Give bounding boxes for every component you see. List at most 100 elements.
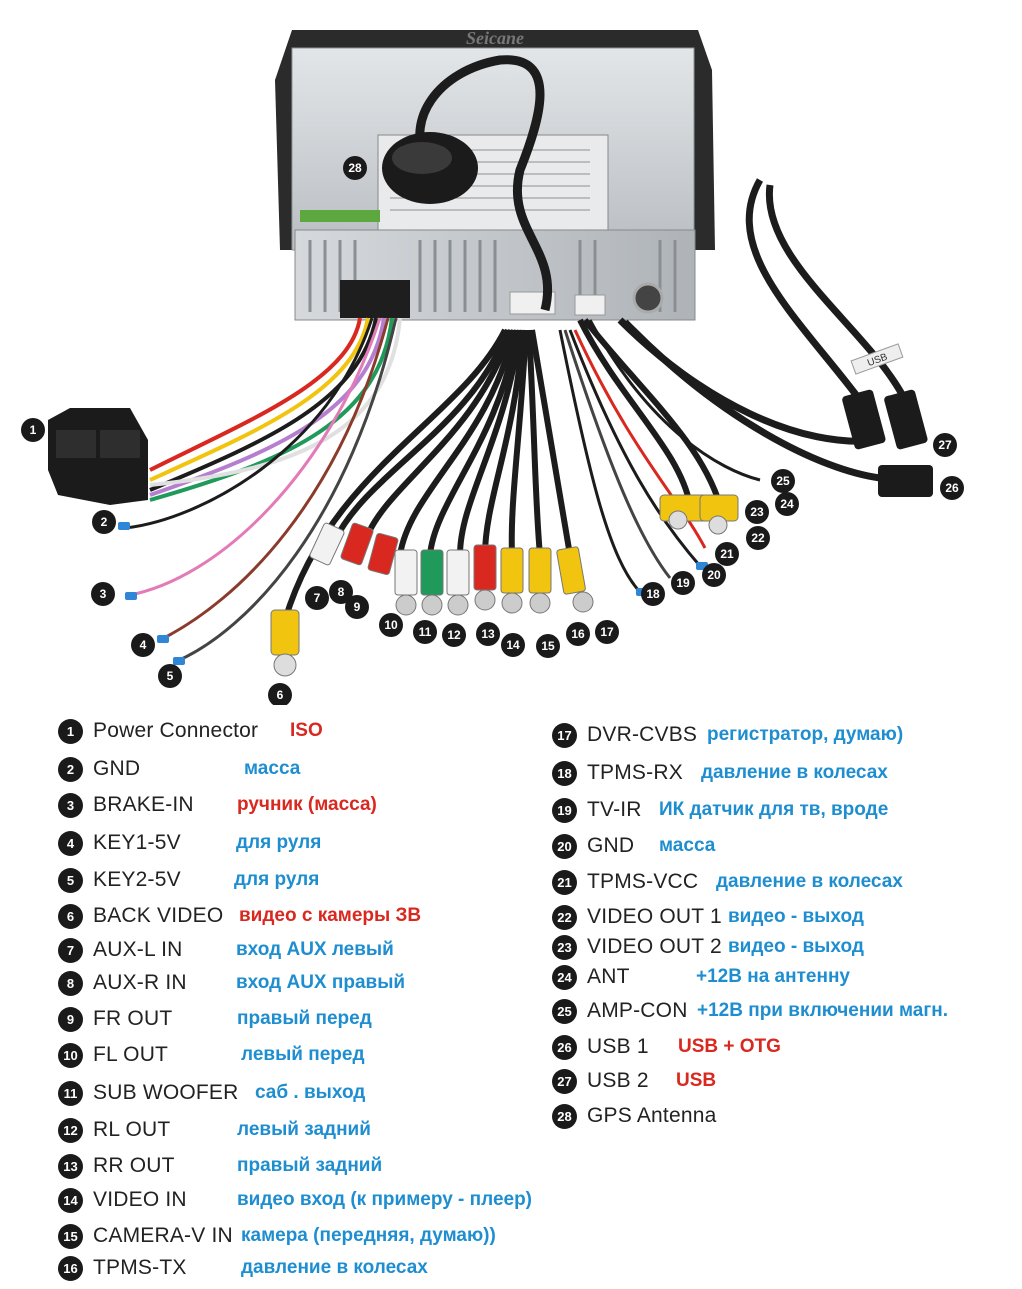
legend-label: ANT [587,965,630,988]
legend-number-badge: 12 [58,1117,83,1143]
svg-text:26: 26 [945,481,959,495]
marker-14: 14 [501,633,525,657]
plug-sub [420,549,444,616]
marker-15: 15 [536,634,560,658]
rca-cables [282,318,723,621]
marker-13: 13 [476,622,500,646]
legend-label: VIDEO IN [93,1188,187,1211]
plug-fr-out [367,532,399,576]
legend-note: ручник (масса) [237,794,377,815]
svg-text:24: 24 [780,497,794,511]
legend-row: 16 TPMS-TX давление в колесах [58,1253,428,1283]
legend-number-badge: 5 [58,867,83,893]
legend-number-badge: 20 [552,833,577,859]
svg-text:1: 1 [30,423,37,437]
marker-9: 9 [345,595,369,619]
svg-text:9: 9 [354,600,361,614]
legend-note: левый перед [241,1044,365,1065]
svg-text:19: 19 [676,576,690,590]
legend-number-badge: 19 [552,797,577,823]
svg-text:22: 22 [751,531,765,545]
legend-note: для руля [234,869,320,890]
svg-text:11: 11 [419,625,432,639]
marker-26: 26 [940,476,964,500]
legend-note: +12В при включении магн. [697,1000,949,1021]
marker-25: 25 [771,469,795,493]
marker-27: 27 [933,433,957,457]
legend-number-badge: 21 [552,869,577,895]
legend-label: BRAKE-IN [93,793,194,816]
legend-number-badge: 4 [58,830,83,856]
legend-label: SUB WOOFER [93,1081,239,1104]
usb-cables [617,178,909,482]
marker-20: 20 [702,563,726,587]
svg-text:20: 20 [707,568,721,582]
legend-number-badge: 25 [552,998,577,1024]
legend-note: видео - выход [728,906,864,927]
plug-rl-out [446,549,470,616]
plug-aux-l [309,522,345,566]
legend-label: DVR-CVBS [587,723,698,746]
svg-text:28: 28 [348,161,362,175]
legend-note: USB + OTG [678,1036,781,1057]
legend-note: вход AUX левый [236,939,394,960]
legend-number-badge: 26 [552,1034,577,1060]
legend-number-badge: 24 [552,964,577,990]
plug-video-in [500,547,524,614]
legend-label: AUX-R IN [93,971,187,994]
iso-connector [48,408,148,505]
svg-text:16: 16 [571,627,585,641]
legend-note: ИК датчик для тв, вроде [659,799,889,820]
rca-plugs [270,494,739,677]
legend-label: FL OUT [93,1043,169,1066]
marker-18: 18 [641,582,665,606]
legend-number-badge: 22 [552,904,577,930]
legend-number-badge: 9 [58,1006,83,1032]
legend-label: GPS Antenna [587,1104,717,1127]
legend-number-badge: 16 [58,1255,83,1281]
side-wires [558,319,761,594]
legend-label: TPMS-TX [93,1256,187,1279]
legend-note: камера (передняя, думаю)) [241,1225,496,1246]
legend-label: KEY1-5V [93,831,181,854]
legend-label: TV-IR [587,798,642,821]
svg-text:10: 10 [384,618,398,632]
wire-tips [118,522,708,665]
plug-back-video [270,609,300,677]
legend-note: давление в колесах [701,762,888,783]
legend-label: GND [587,834,635,857]
legend-label: AMP-CON [587,999,688,1022]
marker-17: 17 [595,620,619,644]
svg-text:25: 25 [776,474,790,488]
gps-antenna [382,55,553,312]
legend-note: давление в колесах [241,1257,428,1278]
svg-text:15: 15 [541,639,555,653]
legend-number-badge: 2 [58,756,83,782]
legend-label: VIDEO OUT 1 [587,905,722,928]
legend-number-badge: 27 [552,1068,577,1094]
plug-fl-out [394,549,418,616]
marker-8: 8 [329,580,353,604]
legend-number-badge: 3 [58,792,83,818]
marker-12: 12 [442,623,466,647]
svg-text:8: 8 [338,585,345,599]
legend-number-badge: 1 [58,718,83,744]
legend-label: CAMERA-V IN [93,1224,233,1247]
legend-note: давление в колесах [716,871,903,892]
